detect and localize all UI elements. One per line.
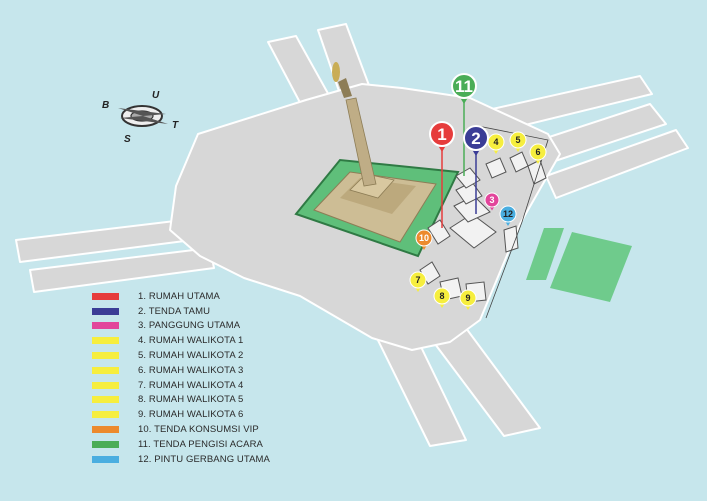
marker-8[interactable]: 8 <box>433 287 451 308</box>
legend-swatch <box>92 411 119 419</box>
marker-number: 11 <box>455 77 473 96</box>
legend-item: 10. TENDA KONSUMSI VIP <box>92 422 270 437</box>
compass-north: U <box>152 90 160 101</box>
marker-number: 8 <box>439 291 444 301</box>
legend-swatch <box>92 455 119 463</box>
monument-cup <box>349 173 395 199</box>
east-field-large <box>550 232 632 302</box>
marker-1[interactable]: 1 <box>429 121 455 152</box>
legend-label: 1. RUMAH UTAMA <box>138 290 220 302</box>
legend-swatch <box>92 337 119 345</box>
map-legend: 1. RUMAH UTAMA 2. TENDA TAMU 3. PANGGUNG U… <box>92 289 270 467</box>
legend-item: 12. PINTU GERBANG UTAMA <box>92 452 270 467</box>
marker-7[interactable]: 7 <box>409 271 427 292</box>
compass-needle <box>118 108 168 124</box>
legend-swatch <box>92 396 119 404</box>
marker-number: 9 <box>465 293 470 303</box>
marker-9[interactable]: 9 <box>459 289 477 310</box>
east-field-small <box>526 228 564 280</box>
marker-3[interactable]: 3 <box>484 192 500 211</box>
legend-label: 11. TENDA PENGISI ACARA <box>138 438 263 450</box>
marker-circle <box>409 271 427 289</box>
marker-2[interactable]: 2 <box>463 125 489 156</box>
legend-swatch <box>92 292 119 300</box>
legend-swatch <box>92 426 119 434</box>
building-gerbang <box>503 225 519 253</box>
marker-10[interactable]: 10 <box>415 229 433 250</box>
road-east-lower <box>545 129 689 199</box>
marker-number: 1 <box>437 125 446 144</box>
building-walikota-1 <box>455 167 481 189</box>
legend-item: 11. TENDA PENGISI ACARA <box>92 437 270 452</box>
legend-item: 3. PANGGUNG UTAMA <box>92 319 270 334</box>
legend-label: 7. RUMAH WALIKOTA 4 <box>138 379 244 391</box>
legend-label: 5. RUMAH WALIKOTA 2 <box>138 350 244 362</box>
legend-swatch <box>92 322 119 330</box>
building-walikota-3b <box>527 159 547 185</box>
marker-number: 10 <box>419 233 429 243</box>
legend-label: 9. RUMAH WALIKOTA 6 <box>138 409 244 421</box>
marker-number: 7 <box>415 275 420 285</box>
legend-item: 1. RUMAH UTAMA <box>92 289 270 304</box>
legend-swatch <box>92 440 119 448</box>
legend-label: 12. PINTU GERBANG UTAMA <box>138 453 270 465</box>
marker-circle <box>499 205 517 223</box>
marker-circle <box>415 229 433 247</box>
marker-4[interactable]: 4 <box>487 133 505 154</box>
marker-number: 2 <box>471 129 480 148</box>
marker-circle <box>429 121 455 147</box>
marker-circle <box>484 192 500 208</box>
legend-label: 2. TENDA TAMU <box>138 305 211 317</box>
legend-label: 8. RUMAH WALIKOTA 5 <box>138 394 244 406</box>
road-west-lower <box>29 247 215 293</box>
compass-rose: U B T S <box>102 90 179 145</box>
building-rumah-utama <box>427 219 451 245</box>
monument-top <box>338 78 352 98</box>
legend-item: 7. RUMAH WALIKOTA 4 <box>92 378 270 393</box>
marker-circle <box>433 287 451 305</box>
legend-item: 2. TENDA TAMU <box>92 304 270 319</box>
legend-swatch <box>92 381 119 389</box>
legend-label: 6. RUMAH WALIKOTA 3 <box>138 364 244 376</box>
compass-west: B <box>102 100 109 111</box>
legend-item: 4. RUMAH WALIKOTA 1 <box>92 333 270 348</box>
legend-label: 10. TENDA KONSUMSI VIP <box>138 424 259 436</box>
legend-swatch <box>92 307 119 315</box>
marker-number: 5 <box>515 135 520 145</box>
marker-number: 3 <box>489 195 494 205</box>
legend-label: 3. PANGGUNG UTAMA <box>138 320 241 332</box>
marker-number: 6 <box>535 147 540 157</box>
marker-number: 4 <box>493 137 498 147</box>
legend-item: 8. RUMAH WALIKOTA 5 <box>92 393 270 408</box>
monument-shaft <box>345 97 377 187</box>
marker-circle <box>509 131 527 149</box>
marker-circle <box>487 133 505 151</box>
compass-south: S <box>124 134 131 145</box>
fence <box>477 125 549 319</box>
legend-item: 5. RUMAH WALIKOTA 2 <box>92 348 270 363</box>
legend-swatch <box>92 366 119 374</box>
marker-11[interactable]: 11 <box>451 73 477 104</box>
legend-item: 9. RUMAH WALIKOTA 6 <box>92 407 270 422</box>
marker-circle <box>451 73 477 99</box>
legend-swatch <box>92 352 119 360</box>
legend-label: 4. RUMAH WALIKOTA 1 <box>138 335 244 347</box>
monument-flame <box>332 62 340 82</box>
marker-circle <box>529 143 547 161</box>
monument <box>313 62 437 243</box>
marker-6[interactable]: 6 <box>529 143 547 164</box>
legend-item: 6. RUMAH WALIKOTA 3 <box>92 363 270 378</box>
marker-number: 12 <box>503 209 513 219</box>
building-walikota-2 <box>485 157 507 179</box>
compass-east: T <box>172 120 179 131</box>
marker-circle <box>459 289 477 307</box>
marker-12[interactable]: 12 <box>499 205 517 226</box>
marker-5[interactable]: 5 <box>509 131 527 152</box>
marker-circle <box>463 125 489 151</box>
